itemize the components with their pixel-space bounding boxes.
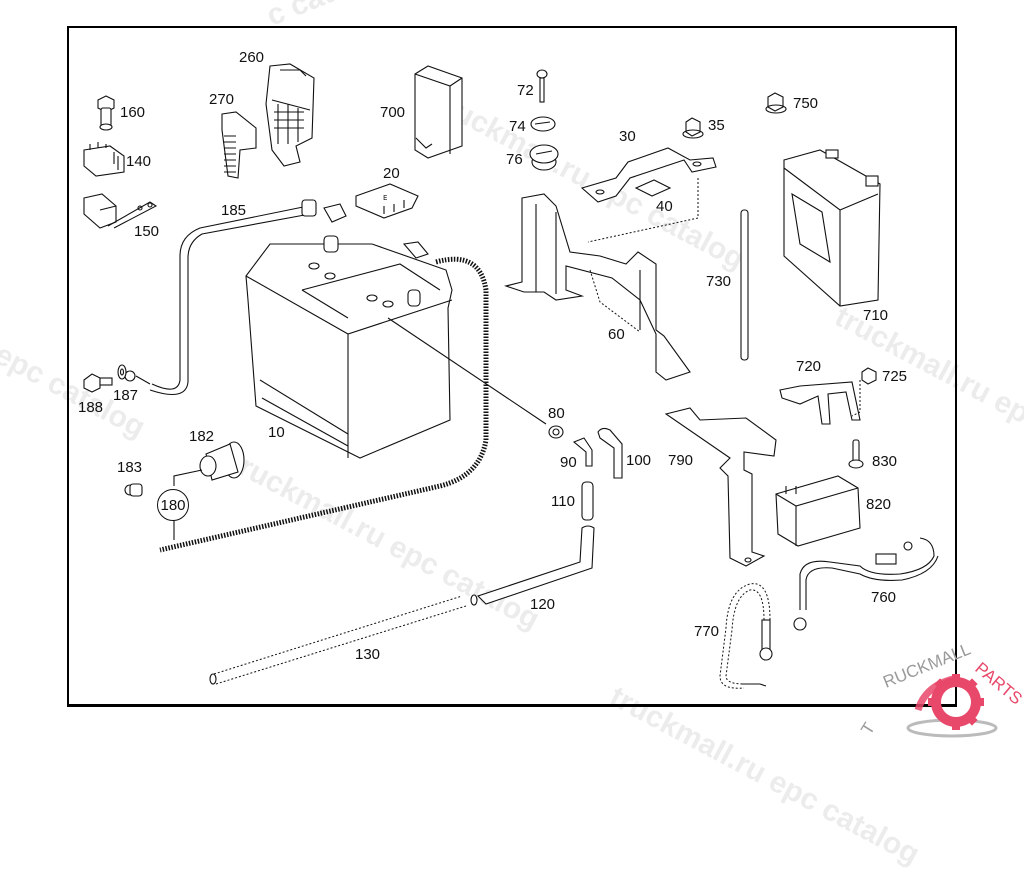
part-label-130[interactable]: 130 [355,646,381,663]
part-label-750[interactable]: 750 [793,95,819,112]
part-90-shape[interactable] [572,437,593,467]
part-60-shape[interactable] [504,193,691,381]
part-label-700[interactable]: 700 [380,104,406,121]
part-label-160[interactable]: 160 [120,104,146,121]
logo-text-truck: T [857,719,879,738]
part-260-shape[interactable] [265,63,315,167]
part-label-188[interactable]: 187 [113,387,139,404]
part-label-720[interactable]: 720 [796,358,822,375]
part-label-260[interactable]: 260 [239,49,265,66]
part-label-770[interactable]: 770 [694,623,720,640]
part-label-790[interactable]: 790 [668,452,694,469]
part-label-120[interactable]: 120 [530,596,556,613]
part-label-20[interactable]: 20 [383,165,400,182]
part-label-72[interactable]: 72 [517,82,534,99]
part-730-shape[interactable] [740,209,749,361]
part-label-185[interactable]: 185 [221,202,247,219]
part-150-shape[interactable] [83,193,158,229]
part-160-shape[interactable] [97,95,115,131]
part-label-30[interactable]: 30 [619,128,636,145]
part-74-shape[interactable] [530,116,556,132]
part-20-shape[interactable]: E [355,183,419,219]
part-label-725[interactable]: 725 [882,368,908,385]
part-40-shape[interactable] [634,179,672,197]
part-270-shape[interactable] [221,111,257,179]
part-label-710[interactable]: 710 [863,307,889,324]
part-183-shape[interactable] [124,483,143,497]
part-790-shape[interactable] [664,407,777,567]
part-830-shape[interactable] [848,439,864,469]
part-80-shape[interactable] [548,425,564,439]
part-120-shape[interactable] [470,525,595,606]
part-185-shape[interactable] [124,199,347,396]
part-label-80[interactable]: 80 [548,405,565,422]
part-label-760[interactable]: 760 [871,589,897,606]
part-72-shape[interactable] [536,69,548,103]
part-label-40[interactable]: 40 [656,198,673,215]
part-label-182[interactable]: 182 [189,428,215,445]
part-187-shape[interactable] [83,373,113,393]
part-label-270[interactable]: 270 [209,91,235,108]
part-label-35[interactable]: 35 [708,117,725,134]
svg-text:E: E [383,194,387,202]
part-10-shape[interactable] [245,235,547,459]
part-140-shape[interactable] [83,142,125,177]
part-label-10[interactable]: 10 [268,424,285,441]
part-760-shape[interactable] [793,537,939,631]
part-label-110[interactable]: 110 [551,493,575,510]
part-100-shape[interactable] [597,427,623,479]
part-label-183[interactable]: 183 [117,459,143,476]
part-label-730[interactable]: 730 [706,273,732,290]
part-180-shape[interactable] [159,241,489,553]
part-30-shape[interactable] [580,147,717,243]
part-label-90[interactable]: 90 [560,454,577,471]
diagram-artwork: E [83,63,939,689]
part-130-shape[interactable] [209,595,467,685]
part-110-shape[interactable] [581,481,594,521]
part-188-shape[interactable] [117,364,127,380]
part-label-830[interactable]: 830 [872,453,898,470]
part-label-76[interactable]: 76 [506,151,523,168]
part-label-150[interactable]: 150 [134,223,160,240]
diagram-frame [67,26,957,707]
part-label-187[interactable]: 188 [78,399,104,416]
part-710-shape[interactable] [783,149,881,307]
truckmall-parts-logo: T RUCKMALL PARTS [857,640,1024,738]
part-750-shape[interactable] [765,92,787,114]
part-label-74[interactable]: 74 [509,118,526,135]
part-182-shape[interactable] [173,441,245,486]
part-76-shape[interactable] [529,144,559,171]
part-700-shape[interactable] [414,65,463,159]
part-label-60[interactable]: 60 [608,326,625,343]
part-820-shape[interactable] [775,475,861,547]
part-725-shape[interactable] [861,367,877,385]
part-770-shape[interactable] [719,583,773,689]
part-720-shape[interactable] [779,380,861,425]
part-label-180[interactable]: 180 [157,489,189,521]
part-35-shape[interactable] [682,117,704,139]
part-label-100[interactable]: 100 [626,452,652,469]
part-label-140[interactable]: 140 [126,153,152,170]
part-label-820[interactable]: 820 [866,496,892,513]
